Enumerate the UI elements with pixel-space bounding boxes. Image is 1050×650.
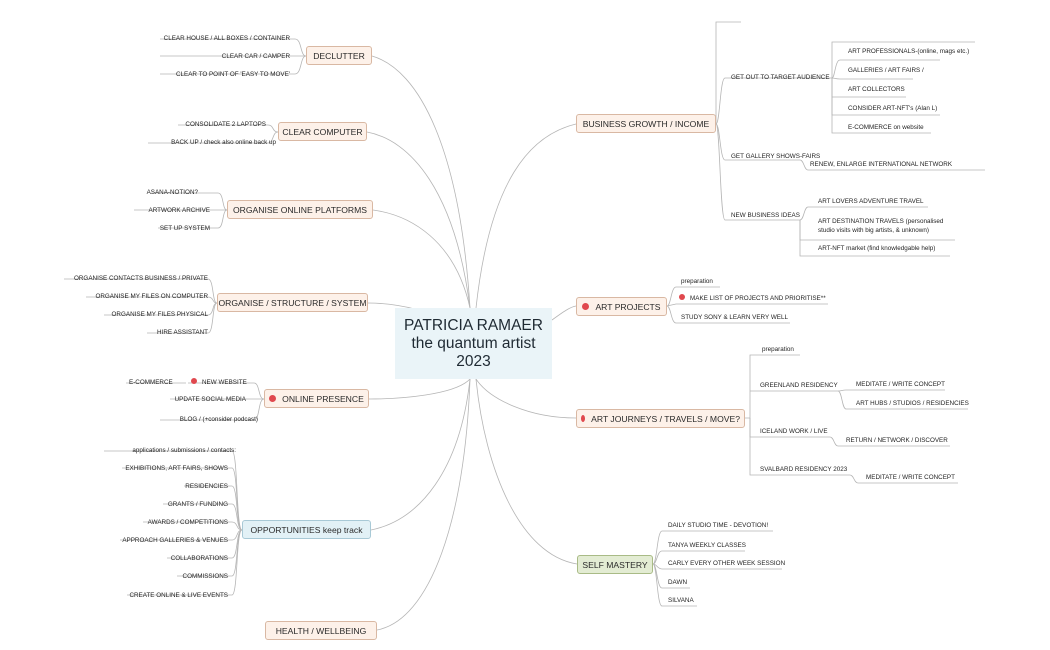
subtopic-gallery-shows[interactable]: GET GALLERY SHOWS-FAIRS: [731, 153, 821, 160]
subtopic-contacts[interactable]: ORGANISE CONTACTS BUSINESS / PRIVATE: [73, 275, 208, 282]
subtopic-files-physical[interactable]: ORGANISE MY FILES PHYSICAL: [111, 311, 208, 318]
topic-online-presence[interactable]: ONLINE PRESENCE: [264, 389, 369, 408]
central-topic[interactable]: PATRICIA RAMAER the quantum artist 2023: [395, 308, 552, 379]
subtopic-svalbard[interactable]: SVALBARD RESIDENCY 2023: [760, 466, 848, 473]
subtopic-galleries-fairs[interactable]: GALLERIES / ART FAIRS /: [848, 67, 924, 74]
subtopic-collaborations[interactable]: COLLABORATIONS: [170, 555, 228, 562]
subtopic-new-website[interactable]: NEW WEBSITE: [191, 378, 247, 387]
subtopic-dawn[interactable]: DAWN: [668, 579, 688, 586]
topic-self-mastery[interactable]: SELF MASTERY: [577, 555, 653, 574]
subtopic-exhibitions[interactable]: EXHIBITIONS, ART FAIRS, SHOWS: [125, 465, 228, 472]
central-title: PATRICIA RAMAER: [404, 316, 543, 334]
subtopic-iceland[interactable]: ICELAND WORK / LIVE: [760, 428, 828, 435]
subtopic-clear-house[interactable]: CLEAR HOUSE / ALL BOXES / CONTAINER: [163, 35, 290, 42]
topic-health-wellbeing[interactable]: HEALTH / WELLBEING: [265, 621, 377, 640]
topic-clear-computer[interactable]: CLEAR COMPUTER: [278, 122, 367, 141]
topic-art-journeys[interactable]: ART JOURNEYS / TRAVELS / MOVE?: [576, 409, 745, 428]
subtopic-art-hubs[interactable]: ART HUBS / STUDIOS / RESIDENCIES: [856, 400, 969, 407]
subtopic-files-computer[interactable]: ORGANISE MY FILES ON COMPUTER: [95, 293, 208, 300]
subtopic-art-nfts[interactable]: CONSIDER ART-NFT's (Alan L): [848, 105, 938, 112]
subtopic-greenland[interactable]: GREENLAND RESIDENCY: [760, 382, 838, 389]
subtopic-artwork-archive[interactable]: ARTWORK ARCHIVE: [148, 207, 210, 214]
subtopic-art-collectors[interactable]: ART COLLECTORS: [848, 86, 905, 93]
subtopic-e-commerce[interactable]: E-COMMERCE: [129, 379, 173, 386]
priority-dot-icon: [679, 294, 685, 301]
central-subtitle: the quantum artist: [411, 334, 536, 352]
priority-dot-icon: [582, 303, 590, 310]
subtopic-greenland-meditate[interactable]: MEDITATE / WRITE CONCEPT: [856, 381, 945, 388]
subtopic-commissions[interactable]: COMMISSIONS: [182, 573, 228, 580]
subtopic-preparation[interactable]: preparation: [681, 278, 713, 285]
subtopic-applications[interactable]: applications / submissions / contacts:: [132, 447, 236, 454]
subtopic-asana-notion[interactable]: ASANA-NOTION?: [146, 189, 198, 196]
subtopic-hire-assistant[interactable]: HIRE ASSISTANT: [157, 329, 208, 336]
subtopic-carly-session[interactable]: CARLY EVERY OTHER WEEK SESSION: [668, 560, 786, 567]
subtopic-svalbard-meditate[interactable]: MEDITATE / WRITE CONCEPT: [866, 474, 955, 481]
subtopic-live-events[interactable]: CREATE ONLINE & LIVE EVENTS: [129, 592, 228, 599]
subtopic-return-network[interactable]: RETURN / NETWORK / DISCOVER: [846, 437, 948, 444]
subtopic-awards[interactable]: AWARDS / COMPETITIONS: [147, 519, 228, 526]
subtopic-grants[interactable]: GRANTS / FUNDING: [167, 501, 228, 508]
priority-dot-icon: [581, 415, 586, 422]
subtopic-journeys-preparation[interactable]: preparation: [762, 346, 794, 353]
subtopic-study-sony[interactable]: STUDY SONY & LEARN VERY WELL: [681, 314, 788, 321]
topic-online-platforms[interactable]: ORGANISE ONLINE PLATFORMS: [227, 200, 373, 219]
subtopic-social-media[interactable]: UPDATE SOCIAL MEDIA: [174, 396, 246, 403]
priority-dot-icon: [191, 378, 197, 385]
subtopic-tanya-classes[interactable]: TANYA WEEKLY CLASSES: [668, 542, 746, 549]
topic-declutter[interactable]: DECLUTTER: [306, 46, 372, 65]
priority-dot-icon: [269, 395, 277, 402]
topic-business-growth[interactable]: BUSINESS GROWTH / INCOME: [576, 114, 716, 133]
subtopic-residencies[interactable]: RESIDENCIES: [185, 483, 228, 490]
subtopic-approach-galleries[interactable]: APPROACH GALLERIES & VENUES: [122, 537, 228, 544]
subtopic-silvana[interactable]: SILVANA: [668, 597, 694, 604]
subtopic-clear-car[interactable]: CLEAR CAR / CAMPER: [221, 53, 290, 60]
subtopic-new-business-ideas[interactable]: NEW BUSINESS IDEAS: [731, 212, 800, 219]
topic-art-projects[interactable]: ART PROJECTS: [576, 297, 667, 316]
topic-opportunities[interactable]: OPPORTUNITIES keep track: [242, 520, 371, 539]
central-year: 2023: [456, 352, 491, 370]
subtopic-nft-market[interactable]: ART-NFT market (find knowledgable help): [818, 245, 936, 252]
subtopic-renew-network[interactable]: RENEW, ENLARGE INTERNATIONAL NETWORK: [810, 161, 953, 168]
subtopic-daily-studio[interactable]: DAILY STUDIO TIME - DEVOTION!: [668, 522, 769, 529]
subtopic-art-professionals[interactable]: ART PROFESSIONALS-(online, mags etc.): [848, 48, 970, 55]
subtopic-back-up[interactable]: BACK UP / check also online back up: [171, 139, 276, 146]
subtopic-adventure-travel[interactable]: ART LOVERS ADVENTURE TRAVEL: [818, 198, 924, 205]
subtopic-studio-visits[interactable]: studio visits with big artists, & unknow…: [818, 227, 929, 234]
topic-organise-structure[interactable]: ORGANISE / STRUCTURE / SYSTEM: [217, 293, 368, 312]
subtopic-target-audience[interactable]: GET OUT TO TARGET AUDIENCE: [731, 74, 830, 81]
subtopic-consolidate-laptops[interactable]: CONSOLIDATE 2 LAPTOPS: [185, 121, 266, 128]
subtopic-easy-to-move[interactable]: CLEAR TO POINT OF 'EASY TO MOVE': [175, 71, 290, 78]
subtopic-destination-travels[interactable]: ART DESTINATION TRAVELS (personalised: [818, 218, 944, 225]
subtopic-e-commerce-website[interactable]: E-COMMERCE on website: [848, 124, 924, 131]
subtopic-list-projects[interactable]: MAKE LIST OF PROJECTS AND PRIORITISE**: [679, 294, 826, 303]
subtopic-set-up-system[interactable]: SET UP SYSTEM: [159, 225, 210, 232]
subtopic-blog[interactable]: BLOG / (+consider podcast): [179, 416, 258, 423]
